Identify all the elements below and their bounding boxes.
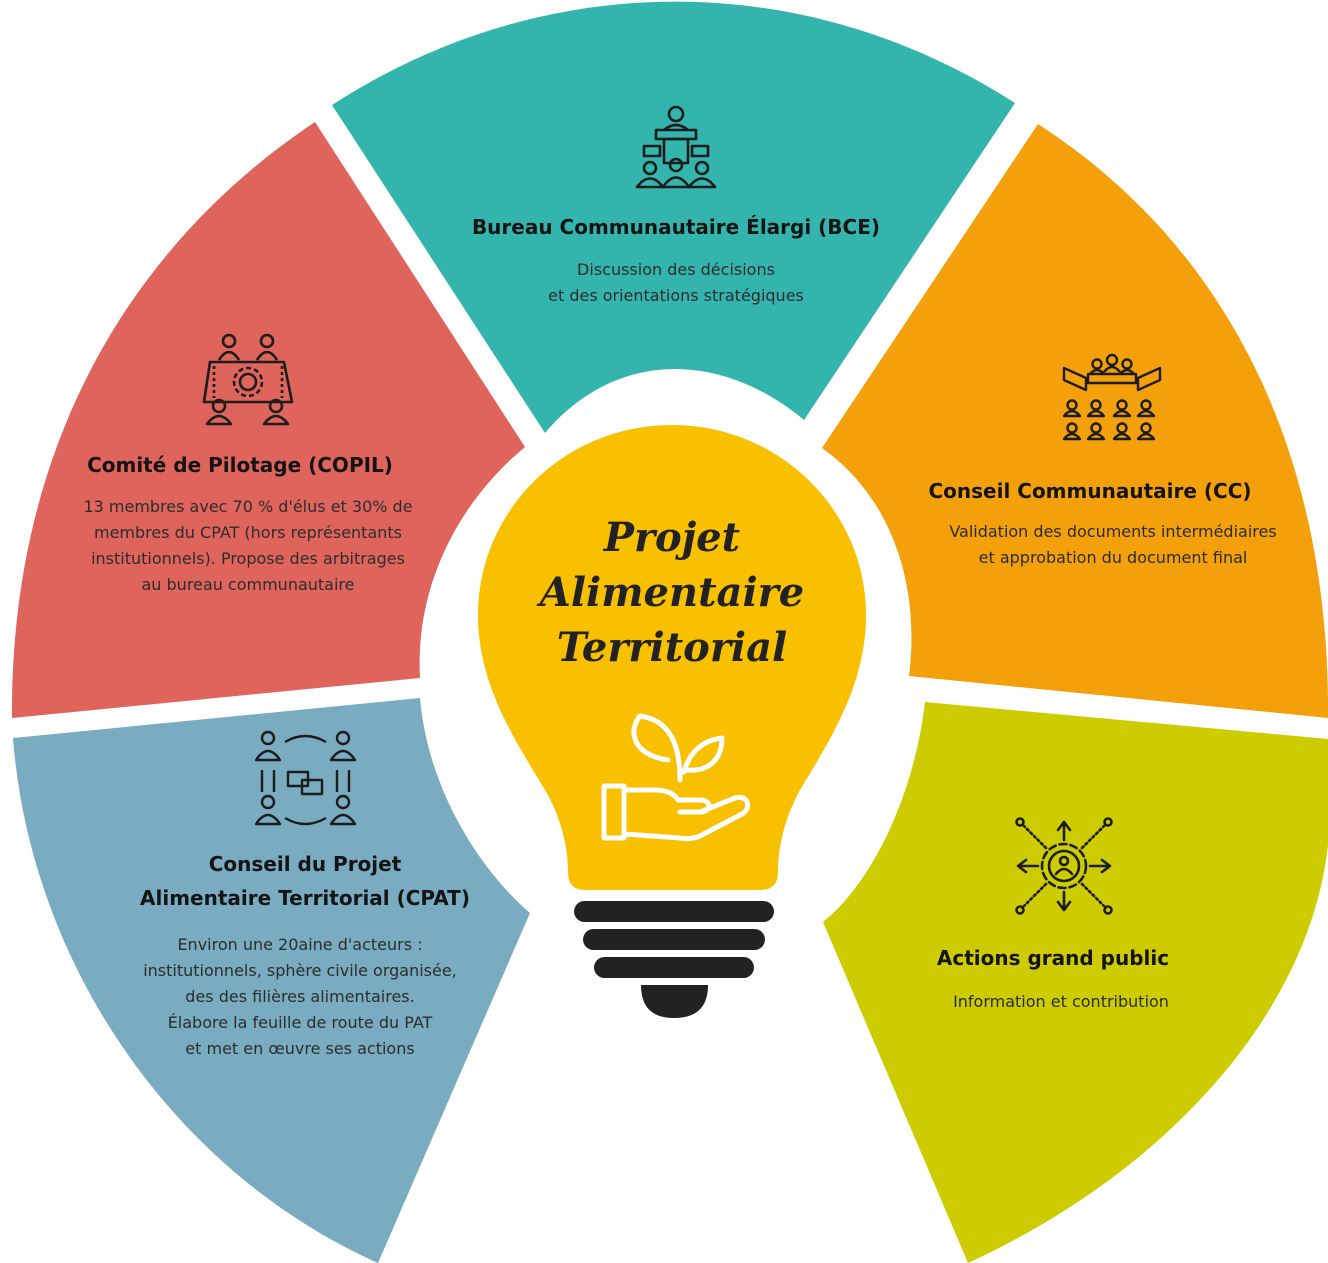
- segment-description-bce: Discussion des décisions et des orientat…: [548, 260, 804, 305]
- discussion-group-icon: [254, 730, 357, 826]
- segment-cpat: [13, 698, 530, 1263]
- segment-title-public: Actions grand public: [936, 946, 1170, 970]
- council-assembly-icon: [1062, 353, 1162, 441]
- bulb-base-cap: [641, 985, 708, 1018]
- table-meeting-gear-icon: [202, 333, 294, 426]
- segment-description-public: Information et contribution: [953, 992, 1169, 1011]
- bulb-base-ring-3: [594, 957, 754, 978]
- segment-title-cc: Conseil Communautaire (CC): [928, 479, 1252, 503]
- segment-bce: [332, 1, 1015, 433]
- segment-public: [823, 702, 1328, 1263]
- segment-title-cpat: Conseil du Projet Alimentaire Territoria…: [140, 852, 470, 910]
- segment-description-cpat: Environ une 20aine d'acteurs : instituti…: [143, 935, 457, 1058]
- podium-meeting-icon: [635, 105, 717, 189]
- bulb-base: [574, 901, 774, 1018]
- segment-title-copil: Comité de Pilotage (COPIL): [87, 453, 393, 477]
- plant-in-hand-icon: [601, 713, 751, 842]
- network-gear-icon: [1015, 817, 1113, 915]
- bulb-base-ring-2: [583, 929, 765, 950]
- bulb-base-ring-1: [574, 901, 774, 922]
- light-bulb: [478, 425, 866, 890]
- segment-description-cc: Validation des documents intermédiaires …: [949, 522, 1277, 567]
- center-title: Projet Alimentaire Territorial: [539, 514, 805, 671]
- segment-title-bce: Bureau Communautaire Élargi (BCE): [471, 215, 881, 239]
- segment-description-copil: 13 membres avec 70 % d'élus et 30% de me…: [83, 497, 413, 594]
- segment-cc: [822, 124, 1328, 718]
